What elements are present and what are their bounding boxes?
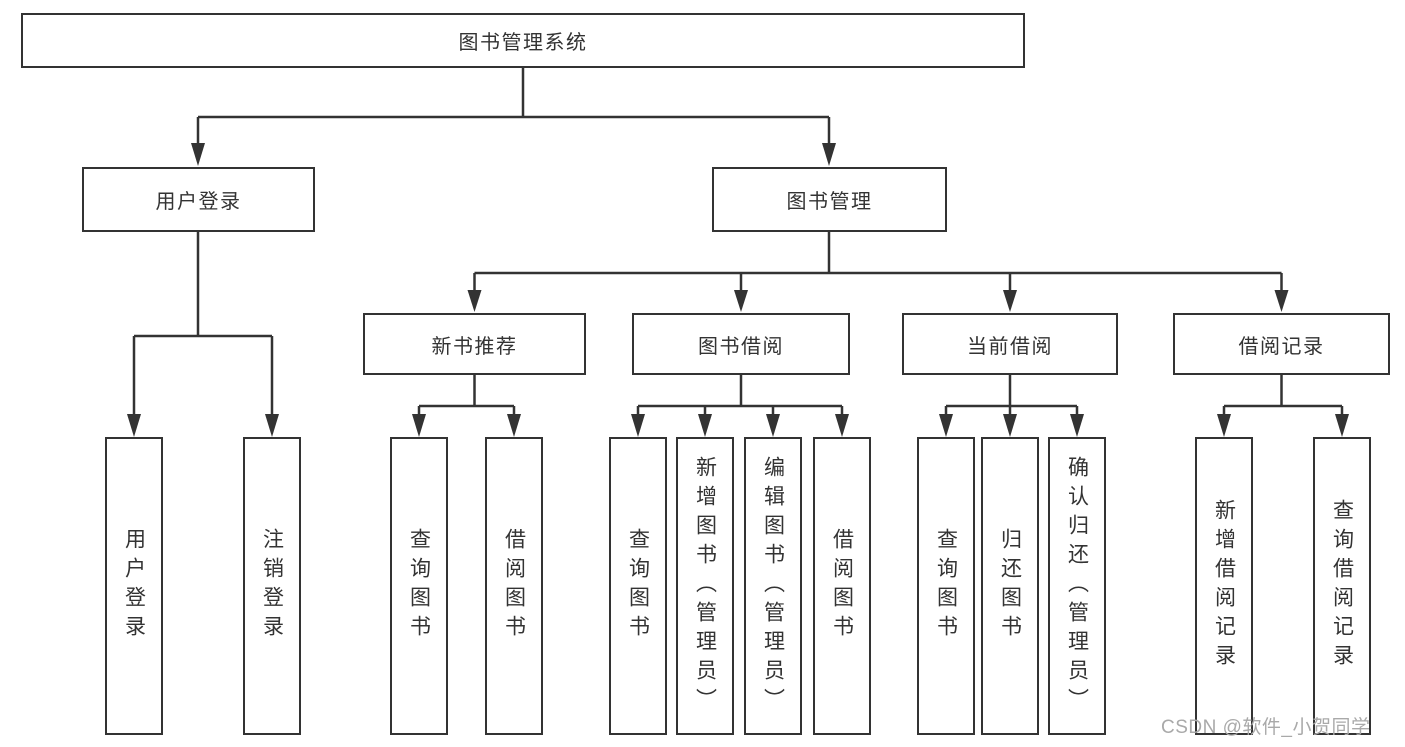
connector-newbook-group [417,375,516,416]
leaf-user-login: 用户登录 [105,437,163,735]
arrow-leaf [835,414,849,437]
node-new-book-recommend: 新书推荐 [363,313,586,375]
arrow-leaf [1070,414,1084,437]
leaf-query-borrow-record: 查询借阅记录 [1313,437,1371,735]
leaf-return-books: 归还图书 [981,437,1039,735]
arrow-leaf [631,414,645,437]
connector-level2-drops [196,117,831,145]
arrow-leaf [127,414,141,437]
node-current-borrowing: 当前借阅 [902,313,1118,375]
leaf-borrow-books: 借阅图书 [813,437,871,735]
connector-borrow-group [636,375,844,416]
node-book-management: 图书管理 [712,167,947,232]
csdn-watermark: CSDN @软件_小贺同学 [1161,717,1371,738]
node-user-login: 用户登录 [82,167,315,232]
leaf-query-books: 查询图书 [917,437,975,735]
arrow-leaf [698,414,712,437]
arrow-leaf [412,414,426,437]
arrow-leaf [265,414,279,437]
node-borrowing-records: 借阅记录 [1173,313,1390,375]
leaf-borrow-books: 借阅图书 [485,437,543,735]
connector-records-group [1222,375,1344,416]
arrow-level3 [1003,290,1017,312]
arrow-book-mgmt-branch [822,143,836,166]
connector-level3-drops [473,273,1283,291]
arrow-user-login-branch [191,143,205,166]
arrow-leaf [766,414,780,437]
leaf-query-books: 查询图书 [390,437,448,735]
arrow-level3 [734,290,748,312]
node-new-book-recommend-label: 新书推荐 [431,335,518,358]
arrow-leaf [939,414,953,437]
leaf-add-borrow-record: 新增借阅记录 [1195,437,1253,735]
connector-user-drops [132,336,274,416]
arrow-level3 [467,290,482,312]
arrow-leaf [507,414,521,437]
node-book-management-label: 图书管理 [786,191,873,213]
node-root-label: 图书管理系统 [458,32,588,54]
arrow-level3 [1274,290,1289,312]
node-borrowing-records-label: 借阅记录 [1238,335,1325,358]
leaf-add-books-admin: 新增图书（管理员） [676,437,734,735]
node-root-system: 图书管理系统 [21,13,1025,68]
node-user-login-label: 用户登录 [155,191,242,213]
arrow-leaf [1217,414,1231,437]
connector-current-group [944,375,1079,416]
node-current-borrowing-label: 当前借阅 [967,335,1053,358]
leaf-logout: 注销登录 [243,437,301,735]
node-book-borrowing-label: 图书借阅 [698,335,784,358]
leaf-confirm-return-admin: 确认归还（管理员） [1048,437,1106,735]
leaf-edit-books-admin: 编辑图书（管理员） [744,437,802,735]
arrow-leaf [1003,414,1017,437]
node-book-borrowing: 图书借阅 [632,313,850,375]
arrow-leaf [1335,414,1349,437]
leaf-query-books: 查询图书 [609,437,667,735]
